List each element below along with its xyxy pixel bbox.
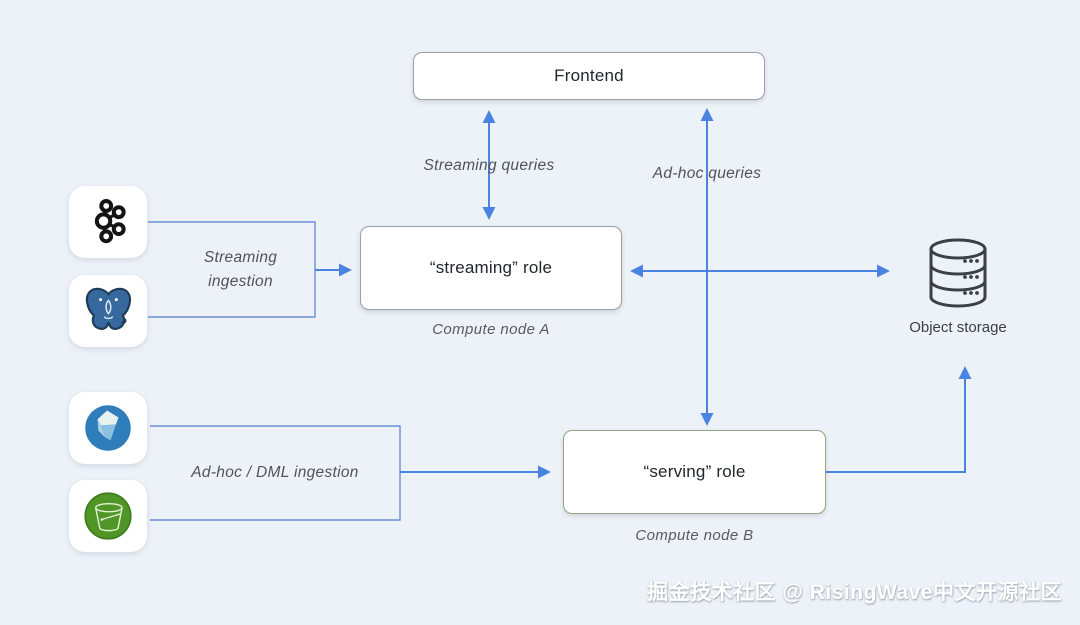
object-storage-label: Object storage	[909, 319, 1007, 336]
watermark: 掘金技术社区 @ RisingWave中文开源社区	[647, 581, 1062, 604]
adhoc-dml-ingestion-label: Ad-hoc / DML ingestion	[191, 464, 359, 481]
frontend-label: Frontend	[554, 66, 624, 85]
postgresql-icon	[85, 287, 132, 330]
streaming-role-node: “streaming” role	[360, 226, 622, 310]
serving-role-label: “serving” role	[643, 462, 746, 481]
iceberg-icon	[85, 405, 131, 451]
kafka-icon	[94, 199, 126, 244]
serving-to-object-storage-arrow	[826, 366, 972, 473]
source-card-postgresql	[69, 275, 147, 347]
serving-role-node: “serving” role	[563, 430, 826, 514]
bucket-icon	[84, 492, 132, 540]
frontend-node: Frontend	[413, 52, 765, 100]
streaming-queries-label: Streaming queries	[423, 157, 555, 174]
source-card-kafka	[69, 186, 147, 258]
object-storage-node: Object storage	[888, 236, 1028, 336]
source-card-iceberg	[69, 392, 147, 464]
compute-node-a-caption: Compute node A	[432, 321, 550, 338]
compute-node-b-caption: Compute node B	[635, 527, 754, 544]
streaming-ingestion-label: Streaming ingestion	[203, 249, 278, 291]
database-icon	[929, 238, 987, 308]
source-card-bucket	[69, 480, 147, 552]
adhoc-queries-label: Ad-hoc queries	[652, 165, 762, 182]
streaming-role-label: “streaming” role	[429, 258, 553, 277]
